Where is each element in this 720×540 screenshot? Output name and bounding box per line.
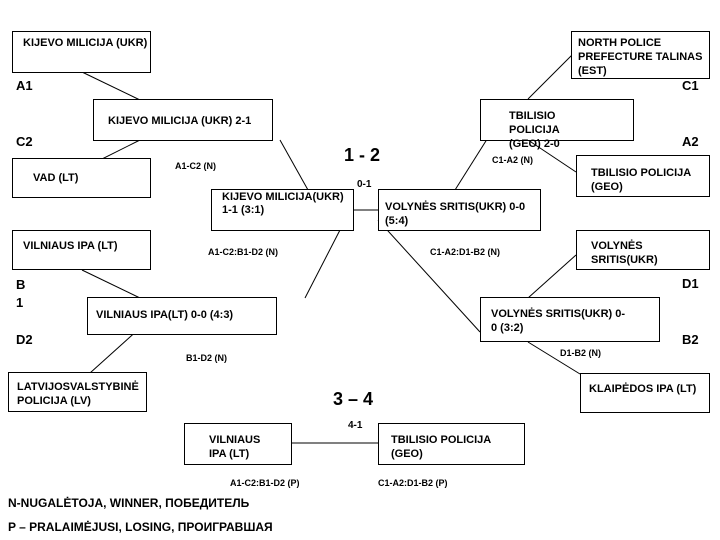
line-b2-q4	[527, 341, 581, 375]
team-name-c2: VAD (LT)	[33, 172, 79, 184]
team-name-c1: NORTH POLICE PREFECTURE TALINAS (EST)	[578, 37, 703, 77]
team-box-b2: KLAIPĖDOS IPA (LT)	[580, 373, 710, 413]
team-name-b1: VILNIAUS IPA (LT)	[23, 240, 118, 252]
team-name-a2: TBILISIO POLICIJA (GEO)	[591, 167, 691, 193]
team-name-d1: VOLYNĖS SRITIS(UKR)	[591, 240, 658, 266]
team-box-d2: LATVIJOSVALSTYBINĖ POLICIJA (LV)	[8, 372, 147, 412]
seed-label-c2: C2	[16, 134, 33, 149]
third-place-team-left: VILNIAUS IPA (LT)	[209, 434, 261, 460]
team-name-d2: LATVIJOSVALSTYBINĖ POLICIJA (LV)	[17, 381, 139, 407]
line-b1-q2	[81, 269, 141, 299]
team-box-a1: KIJEVO MILICIJA (UKR)	[12, 31, 151, 73]
team-name-b2: KLAIPĖDOS IPA (LT)	[589, 383, 697, 395]
team-box-c2: VAD (LT)	[12, 158, 151, 198]
quarterfinal-text-q4: VOLYNĖS SRITIS(UKR) 0-0 (3:2)	[491, 308, 626, 334]
semifinal-box-s1: KIJEVO MILICIJA(UKR) 1-1 (3:1)	[211, 189, 354, 231]
third-place-heading: 3 – 4	[333, 389, 374, 409]
final-score: 0-1	[357, 179, 372, 190]
match-code-c1a2: C1-A2 (N)	[492, 155, 534, 165]
quarterfinal-text-q3: TBILISIO POLICIJA (GEO) 2-0	[509, 110, 560, 150]
match-code-third-left: A1-C2:B1-D2 (P)	[230, 478, 300, 488]
line-q1-s1	[279, 139, 309, 191]
semifinal-text-s2: VOLYNĖS SRITIS(UKR) 0-0 (5:4)	[385, 201, 526, 227]
line-d2-q2	[89, 327, 141, 374]
seed-label-d1: D1	[682, 276, 699, 291]
quarterfinal-box-q1: KIJEVO MILICIJA (UKR) 2-1	[93, 99, 273, 141]
third-place-box-left: VILNIAUS IPA (LT)	[184, 423, 292, 465]
seed-label-b1: B 1	[16, 277, 26, 310]
team-box-c1: NORTH POLICE PREFECTURE TALINAS (EST)	[571, 31, 710, 79]
semifinal-box-s2: VOLYNĖS SRITIS(UKR) 0-0 (5:4)	[378, 189, 541, 231]
legend-winner: N-NUGALĖTOJA, WINNER, ПОБЕДИТЕЛЬ	[8, 496, 250, 510]
team-box-b1: VILNIAUS IPA (LT)	[12, 230, 151, 270]
third-place-score: 4-1	[348, 420, 363, 431]
quarterfinal-box-q3: TBILISIO POLICIJA (GEO) 2-0	[480, 99, 634, 150]
seed-label-d2: D2	[16, 332, 33, 347]
match-code-third-right: C1-A2:D1-B2 (P)	[378, 478, 448, 488]
team-box-a2: TBILISIO POLICIJA (GEO)	[576, 155, 710, 197]
legend-loser: P – PRALAIMĖJUSI, LOSING, ПРОИГРАВШАЯ	[8, 520, 273, 534]
third-place-box-right: TBILISIO POLICIJA (GEO)	[378, 423, 525, 465]
semifinal-text-s1: KIJEVO MILICIJA(UKR) 1-1 (3:1)	[222, 191, 344, 216]
seed-label-c1: C1	[682, 78, 699, 93]
match-code-semi-right: C1-A2:D1-B2 (N)	[430, 247, 501, 257]
quarterfinal-box-q2: VILNIAUS IPA(LT) 0-0 (4:3)	[87, 297, 277, 335]
line-a1-q1	[81, 71, 141, 101]
line-q4-s2	[377, 219, 481, 333]
quarterfinal-box-q4: VOLYNĖS SRITIS(UKR) 0-0 (3:2)	[480, 297, 660, 342]
match-code-d1b2: D1-B2 (N)	[560, 348, 602, 358]
seed-label-b2: B2	[682, 332, 699, 347]
line-a2-q3	[527, 139, 577, 173]
seed-label-a1: A1	[16, 78, 33, 93]
match-code-b1d2: B1-D2 (N)	[186, 353, 228, 363]
line-q2-s1	[304, 229, 341, 299]
seed-label-a2: A2	[682, 134, 699, 149]
quarterfinal-text-q1: KIJEVO MILICIJA (UKR) 2-1	[108, 115, 252, 127]
match-code-semi-left: A1-C2:B1-D2 (N)	[208, 247, 279, 257]
final-heading: 1 - 2	[344, 145, 381, 165]
line-d1-q4	[527, 254, 577, 299]
third-place-team-right: TBILISIO POLICIJA (GEO)	[391, 434, 491, 460]
team-box-d1: VOLYNĖS SRITIS(UKR)	[576, 230, 710, 270]
quarterfinal-text-q2: VILNIAUS IPA(LT) 0-0 (4:3)	[96, 309, 234, 321]
team-name-a1: KIJEVO MILICIJA (UKR)	[23, 37, 148, 49]
line-c1-q3	[527, 54, 573, 100]
match-code-a1c2: A1-C2 (N)	[175, 161, 217, 171]
